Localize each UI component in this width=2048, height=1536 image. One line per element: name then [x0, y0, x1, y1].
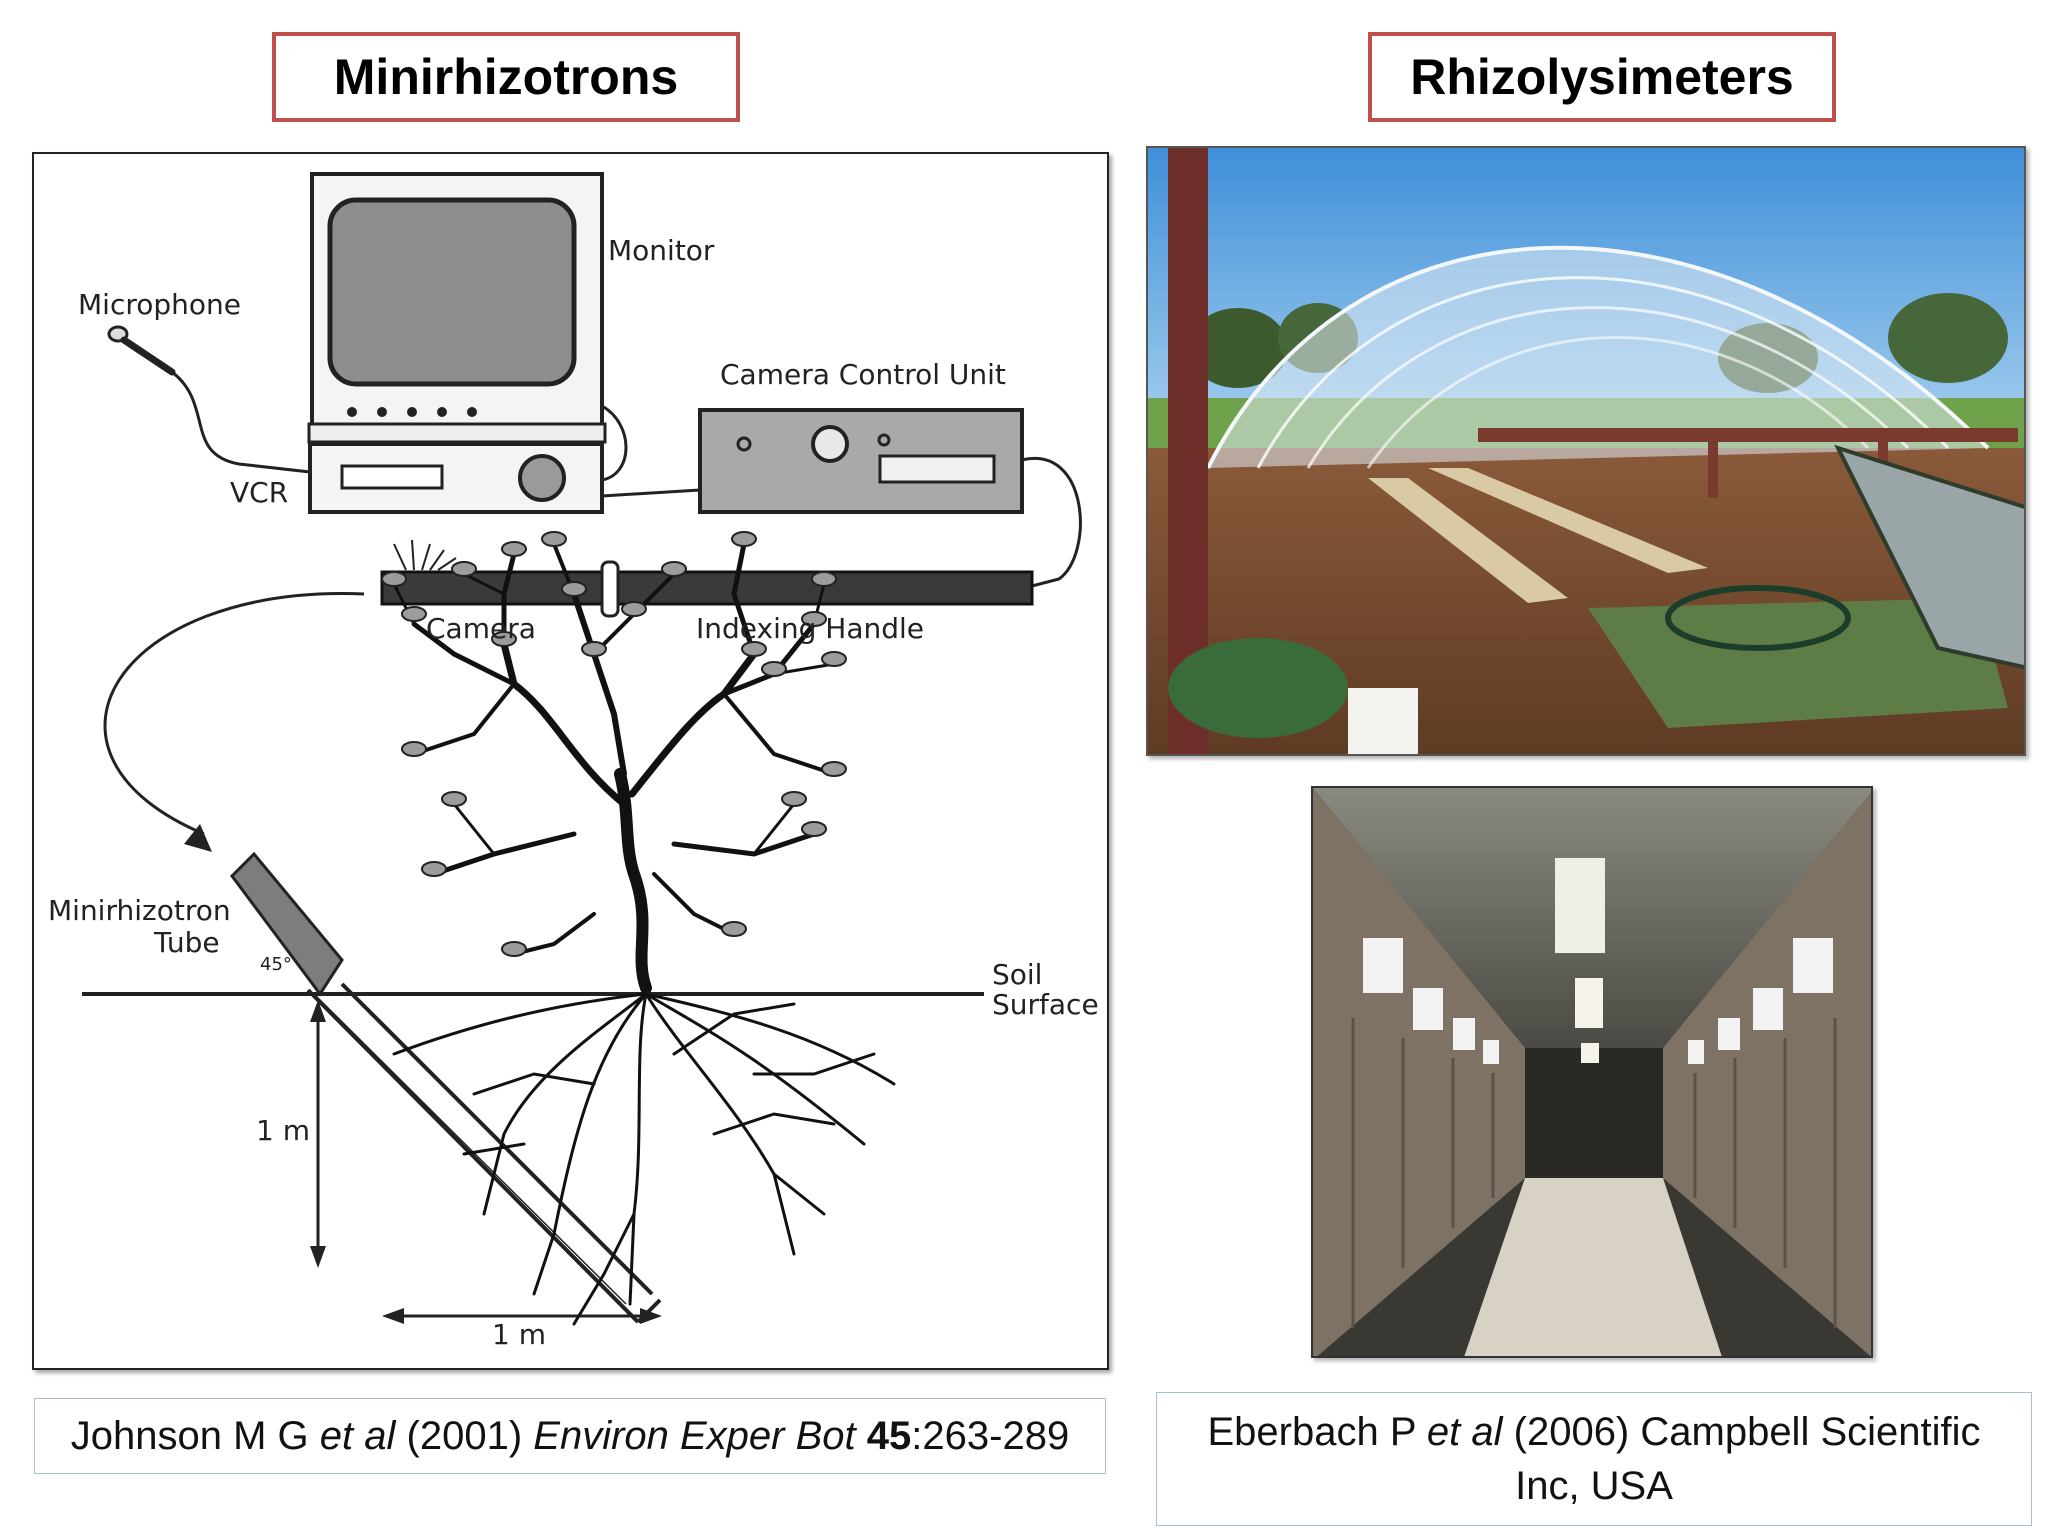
citation-left-year: (2001): [395, 1414, 534, 1458]
citation-left-space: [856, 1414, 867, 1458]
label-depth: 1 m: [256, 1114, 310, 1147]
label-vcr: VCR: [230, 476, 289, 509]
citation-johnson: Johnson M G et al (2001) Environ Exper B…: [34, 1398, 1106, 1474]
width-arrow: [382, 1308, 662, 1324]
camera-probe-drawing: [380, 539, 1034, 618]
underground-tunnel-photo: [1311, 786, 1873, 1358]
label-indexing-handle: Indexing Handle: [696, 612, 925, 645]
citation-left-journal: Environ Exper Bot: [533, 1414, 856, 1458]
citation-left-pages: :263-289: [911, 1414, 1070, 1458]
monitor-drawing: [307, 172, 607, 444]
label-camera: Camera: [426, 612, 536, 645]
citation-left-authors: Johnson M G: [70, 1414, 320, 1458]
citation-left-volume: 45: [866, 1414, 912, 1458]
diagram-drawing: [82, 172, 1082, 1326]
label-microphone: Microphone: [78, 288, 241, 321]
camera-control-unit-drawing: [698, 408, 1024, 514]
rhizolysimeters-title: Rhizolysimeters: [1368, 32, 1836, 122]
citation-left-etal: et al: [319, 1414, 396, 1458]
label-soil-line1: Soil: [992, 958, 1043, 991]
leaves: [381, 531, 847, 957]
citation-right-rest1: (2006) Campbell Scientific: [1502, 1410, 1981, 1454]
minirhizotrons-title: Minirhizotrons: [272, 32, 740, 122]
microphone-drawing: [107, 325, 311, 474]
vcr-drawing: [308, 442, 604, 514]
minirhizotron-tube: [306, 982, 662, 1324]
label-monitor: Monitor: [608, 234, 715, 267]
label-camera-control-unit: Camera Control Unit: [720, 358, 1006, 391]
tube-above-ground: [230, 851, 344, 997]
roots: [392, 992, 896, 1326]
citation-right-authors: Eberbach P: [1207, 1410, 1427, 1454]
label-tube-line2: Tube: [154, 926, 220, 959]
minirhizotron-diagram: Monitor Microphone Camera Control Unit V…: [32, 152, 1109, 1370]
label-soil-line2: Surface: [992, 988, 1099, 1021]
citation-right-rest2: Inc, USA: [1515, 1464, 1673, 1508]
depth-arrow: [310, 1000, 326, 1268]
label-angle: 45°: [260, 954, 292, 975]
greenhouse-rhizolysimeter-photo: [1146, 146, 2026, 756]
citation-eberbach: Eberbach P et al (2006) Campbell Scienti…: [1156, 1392, 2032, 1526]
label-tube-line1: Minirhizotron: [48, 894, 231, 927]
citation-right-etal: et al: [1426, 1410, 1503, 1454]
label-width: 1 m: [492, 1318, 546, 1351]
